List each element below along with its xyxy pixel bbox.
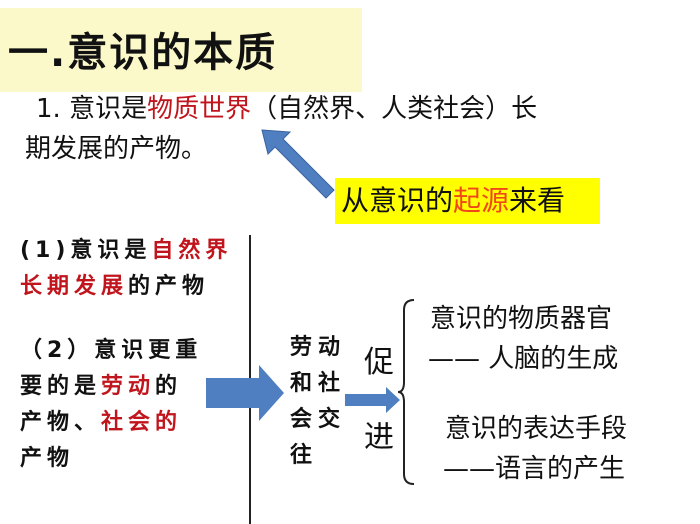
text: （自然界、人类社会）长 (251, 94, 538, 124)
left-point2: （2）意识更重 要的是劳动的 产物、社会的 产物 (20, 333, 202, 477)
text: 来看 (509, 184, 566, 217)
highlight: 长期发展 (20, 274, 129, 299)
text: 的产物 (128, 274, 210, 299)
promote-char-1: 促 (364, 345, 394, 380)
highlight-origin: 起源 (453, 184, 510, 217)
text: 从意识的 (341, 184, 454, 217)
brace-icon (397, 299, 415, 485)
text: 1. 意识是 (36, 94, 148, 124)
highlight: 自然界 (151, 238, 233, 263)
text: 产物、 (20, 410, 102, 435)
text: 劳动 (290, 335, 347, 360)
left-point1: (1)意识是自然界 长期发展的产物 (20, 233, 232, 305)
labor-social-column: 劳动 和社 会交 往 (290, 330, 346, 474)
point1-line2: 期发展的产物。 (25, 134, 208, 164)
brain-organ-line1: 意识的物质器官 (430, 304, 613, 334)
highlight-material-world: 物质世界 (147, 94, 252, 124)
highlight: 劳动 (101, 374, 156, 399)
diagonal-arrow-icon (261, 129, 335, 199)
text: 的 (155, 374, 183, 399)
text: 产物 (20, 446, 75, 471)
text: （2）意识更重 (20, 338, 203, 363)
text: 和社 (290, 371, 347, 396)
page-title: 一.意识的本质 (8, 30, 278, 76)
promote-char-2: 进 (364, 420, 394, 455)
title-banner (0, 8, 362, 92)
text: 要的是 (20, 374, 102, 399)
highlight: 社会的 (101, 410, 183, 435)
right-arrow-icon (206, 365, 284, 421)
origin-label: 从意识的起源来看 (335, 178, 600, 224)
language-line2: ——语言的产生 (443, 454, 626, 484)
text: (1)意识是 (20, 238, 152, 263)
language-line1: 意识的表达手段 (445, 414, 628, 444)
small-arrow-icon (345, 387, 400, 413)
point1-line1: 1. 意识是物质世界（自然界、人类社会）长 (36, 88, 537, 125)
text: 会交 (290, 407, 347, 432)
text: 往 (290, 443, 319, 468)
brain-organ-line2: —— 人脑的生成 (428, 344, 619, 374)
